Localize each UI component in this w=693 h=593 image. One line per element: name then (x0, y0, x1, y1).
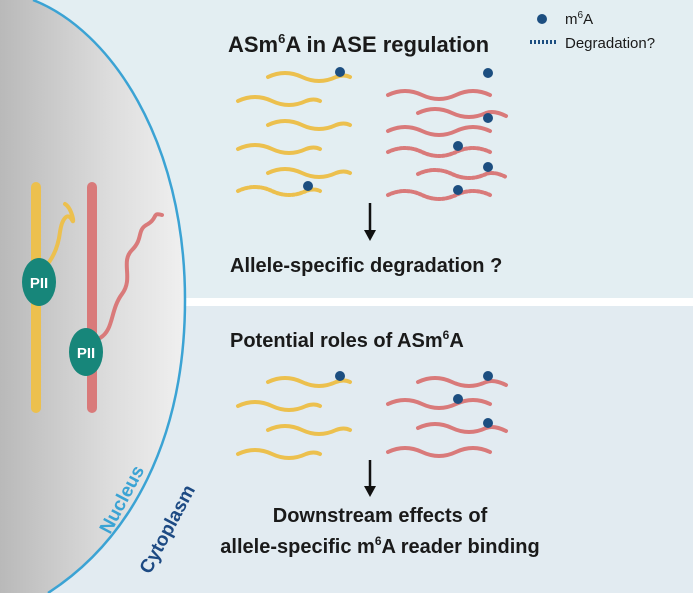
top-red-transcripts (386, 89, 508, 201)
top-m6a-marks (303, 67, 493, 195)
bottom-m6a-marks (335, 371, 493, 428)
panel-divider (0, 298, 693, 306)
polymerase-1: PII (22, 258, 56, 306)
legend-m6a-dot (537, 14, 547, 24)
bottom-panel-conclusion-line2: allele-specific m6A reader binding (220, 534, 539, 558)
legend: m6A Degradation? (530, 10, 655, 52)
svg-text:PII: PII (30, 275, 48, 292)
bottom-yellow-transcripts (236, 376, 352, 460)
bottom-red-transcripts (386, 376, 508, 458)
svg-text:PII: PII (77, 345, 95, 362)
yellow-nascent-rna (42, 202, 76, 270)
red-nascent-rna (98, 212, 164, 340)
bottom-arrow (364, 460, 376, 497)
top-arrow (364, 203, 376, 241)
legend-m6a-label: m6A (565, 10, 593, 28)
legend-degradation-label: Degradation? (565, 35, 655, 52)
top-panel-title: ASm6A in ASE regulation (228, 31, 489, 57)
top-panel-conclusion: Allele-specific degradation ? (230, 255, 502, 277)
polymerase-2: PII (69, 328, 103, 376)
bottom-panel-title: Potential roles of ASm6A (230, 328, 464, 352)
bottom-panel-conclusion-line1: Downstream effects of (273, 505, 488, 527)
top-yellow-transcripts (236, 71, 352, 197)
nuclear-envelope (32, 0, 187, 593)
